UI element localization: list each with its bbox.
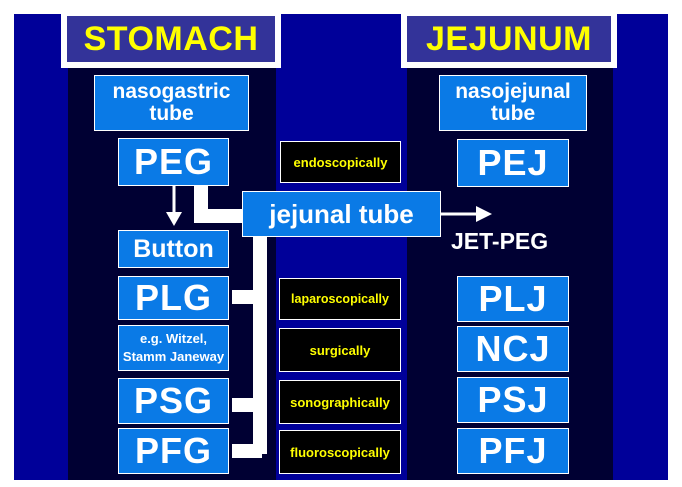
jejunal-tube-label: jejunal tube <box>269 198 414 229</box>
pfg-connector <box>232 444 262 458</box>
pfj-box: PFJ <box>457 428 569 474</box>
nasojejunal-line1: nasojejunal <box>455 79 571 103</box>
laparoscopically-label: laparoscopically <box>279 278 401 320</box>
nasojejunal-line2: tube <box>490 102 536 125</box>
endoscopically-label: endoscopically <box>280 141 401 183</box>
jet-peg-label: JET-PEG <box>451 228 549 254</box>
pej-label: PEJ <box>477 142 549 183</box>
psj-label: PSJ <box>477 379 549 420</box>
nasogastric-line1: nasogastric <box>112 79 231 103</box>
jejunum-title: JEJUNUM <box>407 16 611 62</box>
psg-box: PSG <box>118 378 229 424</box>
stomach-header: STOMACH <box>61 10 281 68</box>
plg-label: PLG <box>134 277 212 318</box>
witzel-box: e.g. Witzel, Stamm Janeway <box>118 325 229 371</box>
button-box: Button <box>118 230 229 268</box>
plg-connector <box>232 290 262 304</box>
ncj-label: NCJ <box>475 328 551 369</box>
pej-box: PEJ <box>457 139 569 187</box>
plj-box: PLJ <box>457 276 569 322</box>
nasogastric-line2: tube <box>149 102 194 125</box>
button-label: Button <box>133 234 214 263</box>
fluoroscopically-label: fluoroscopically <box>279 430 401 474</box>
witzel-line1: e.g. Witzel, <box>139 330 208 346</box>
peg-box: PEG <box>118 138 229 186</box>
nasogastric-tube-box: nasogastric tube <box>94 75 249 131</box>
sonographically-label: sonographically <box>279 380 401 424</box>
psg-connector <box>232 398 262 412</box>
peg-label: PEG <box>133 141 214 182</box>
jejunal-to-jet-peg-arrow <box>441 206 492 222</box>
jejunum-header: JEJUNUM <box>401 10 617 68</box>
psj-box: PSJ <box>457 377 569 423</box>
pfj-label: PFJ <box>478 430 548 471</box>
psg-label: PSG <box>133 380 214 421</box>
nasojejunal-tube-box: nasojejunal tube <box>439 75 587 131</box>
plg-box: PLG <box>118 276 229 320</box>
pfg-label: PFG <box>134 430 212 471</box>
stomach-title: STOMACH <box>67 16 275 62</box>
witzel-line2: Stamm Janeway <box>122 349 225 364</box>
peg-to-button-arrow <box>166 186 182 226</box>
pfg-box: PFG <box>118 428 229 474</box>
jejunal-tube-box: jejunal tube <box>242 191 441 237</box>
peg-connector-horizontal <box>200 209 252 223</box>
ncj-box: NCJ <box>457 326 569 372</box>
plj-label: PLJ <box>478 278 548 319</box>
surgically-label: surgically <box>279 328 401 372</box>
